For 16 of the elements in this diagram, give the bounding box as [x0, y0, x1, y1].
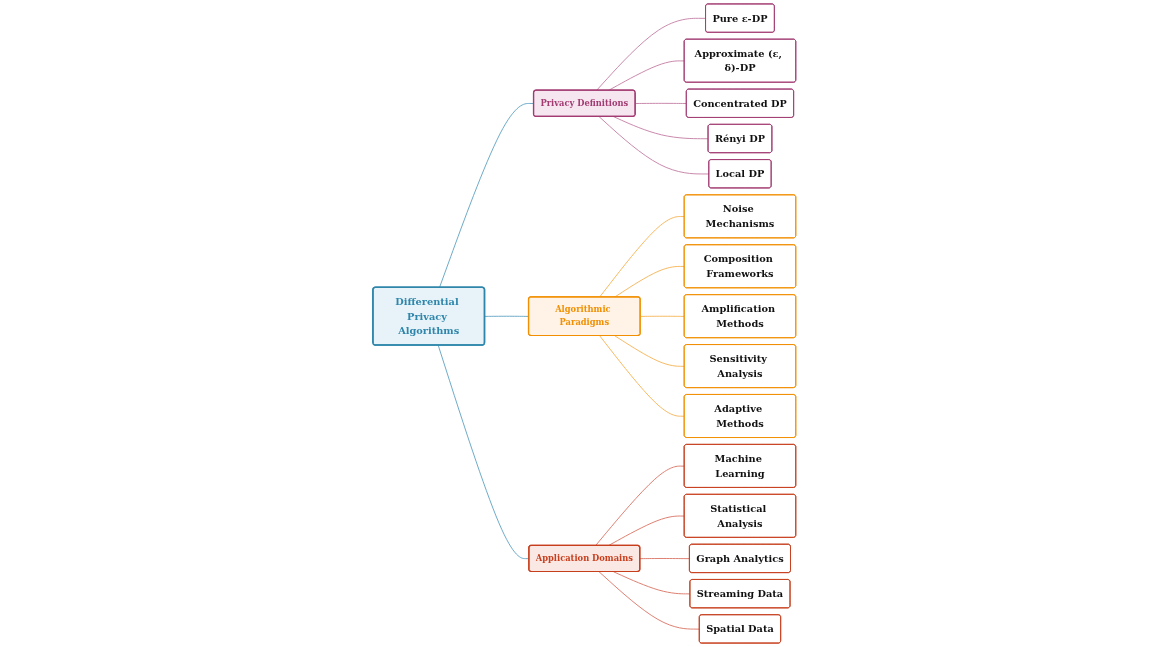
connector — [596, 17, 707, 91]
connector — [614, 266, 685, 298]
connector — [599, 335, 685, 417]
connector — [595, 465, 685, 546]
connector — [614, 335, 685, 367]
connector — [437, 344, 530, 560]
connector — [639, 558, 691, 560]
connector — [640, 315, 685, 317]
connector — [608, 60, 685, 91]
connector — [598, 116, 710, 175]
connector — [635, 102, 688, 104]
connector — [613, 116, 709, 140]
connector — [613, 571, 691, 595]
connector — [599, 216, 685, 298]
connector — [598, 571, 701, 630]
connector — [608, 515, 685, 546]
